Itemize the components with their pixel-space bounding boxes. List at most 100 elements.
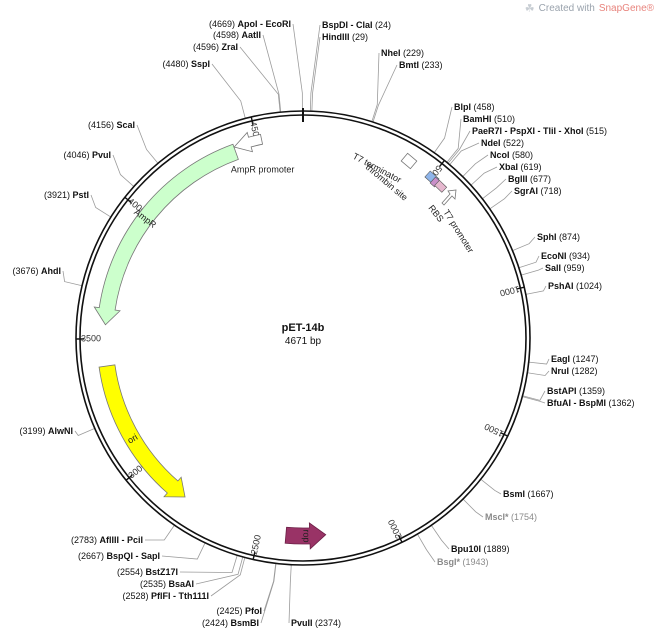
site-label-bspqi-sapi: (2667) BspQI - SapI xyxy=(78,551,160,561)
leader-zrai xyxy=(239,46,281,113)
site-position: (4598) xyxy=(213,30,242,40)
site-label-paer7i-pspxi-tlii-xhoi: PaeR7I - PspXI - TliI - XhoI (515) xyxy=(472,126,607,136)
site-name: PvuII xyxy=(291,618,315,628)
site-position: (934) xyxy=(569,251,590,261)
site-name: PstI xyxy=(72,190,89,200)
t7-promoter-arrow xyxy=(441,189,457,206)
leader-msci xyxy=(462,498,484,518)
site-name: EcoNI xyxy=(541,251,569,261)
tick-label-2500: 2500 xyxy=(249,534,263,556)
site-name: NdeI xyxy=(481,138,503,148)
site-name: BglII xyxy=(508,174,530,184)
snapgene-brand-text: SnapGene® xyxy=(598,3,654,14)
site-position: (4480) xyxy=(162,59,191,69)
site-name: PshAI xyxy=(548,281,576,291)
snapgene-watermark: ☘ Created with SnapGene® xyxy=(525,2,654,15)
site-name: MscI* xyxy=(485,512,511,522)
site-label-blpi: BlpI (458) xyxy=(454,102,495,112)
leader-bmti xyxy=(372,64,398,123)
site-position: (229) xyxy=(403,48,424,58)
leader-nhei xyxy=(371,52,380,122)
site-name: NcoI xyxy=(490,150,512,160)
site-label-bfuai-bspmi: BfuAI - BspMI (1362) xyxy=(547,398,635,408)
site-name: NheI xyxy=(381,48,403,58)
site-position: (619) xyxy=(521,162,542,172)
site-position: (3199) xyxy=(19,426,48,436)
site-position: (1667) xyxy=(528,489,554,499)
site-label-sphi: SphI (874) xyxy=(537,232,580,242)
site-label-bsaai: (2535) BsaAI xyxy=(140,579,194,589)
site-name: EagI xyxy=(551,354,573,364)
site-label-sgrai: SgrAI (718) xyxy=(514,186,562,196)
site-label-scai: (4156) ScaI xyxy=(88,120,135,130)
site-position: (874) xyxy=(559,232,580,242)
tick-label-3500: 3500 xyxy=(81,333,101,343)
leader-ahdi xyxy=(62,270,83,287)
site-label-psti: (3921) PstI xyxy=(44,190,89,200)
site-name: BspDI - ClaI xyxy=(322,20,375,30)
site-position: (3676) xyxy=(12,266,41,276)
site-name: ScaI xyxy=(116,120,135,130)
site-label-bpu10i: Bpu10I (1889) xyxy=(451,544,510,554)
site-name: BstAPI xyxy=(547,386,579,396)
leader-bamhi xyxy=(446,118,462,163)
site-name: XbaI xyxy=(499,162,521,172)
site-label-aatii: (4598) AatII xyxy=(213,30,261,40)
site-position: (677) xyxy=(530,174,551,184)
site-position: (1754) xyxy=(511,512,537,522)
site-position: (1362) xyxy=(609,398,635,408)
site-label-bglii: BglII (677) xyxy=(508,174,551,184)
plasmid-name: pET-14b xyxy=(282,322,325,334)
site-label-alwni: (3199) AlwNI xyxy=(19,426,73,436)
leader-pshai xyxy=(525,285,547,295)
site-name: BsgI* xyxy=(437,557,463,567)
site-position: (4596) xyxy=(193,42,222,52)
tick-1500 xyxy=(500,432,509,437)
site-position: (4669) xyxy=(209,19,238,29)
leader-bsgi xyxy=(417,533,436,563)
site-name: PfoI xyxy=(245,606,262,616)
site-label-pvui: (4046) PvuI xyxy=(63,150,111,160)
site-name: AhdI xyxy=(41,266,61,276)
site-position: (718) xyxy=(541,186,562,196)
site-label-ahdi: (3676) AhdI xyxy=(12,266,61,276)
leader-scai xyxy=(136,124,159,164)
leader-xbai xyxy=(470,166,498,186)
site-position: (24) xyxy=(375,20,391,30)
site-label-bstz17i: (2554) BstZ17I xyxy=(117,567,178,577)
feature-ampr-promoter xyxy=(233,131,264,153)
leader-bstapi xyxy=(522,390,546,401)
site-position: (29) xyxy=(352,32,368,42)
site-position: (510) xyxy=(494,114,515,124)
tick-label-1000: 1000 xyxy=(499,284,521,298)
site-name: SspI xyxy=(191,59,210,69)
site-position: (522) xyxy=(503,138,524,148)
site-label-sali: SalI (959) xyxy=(545,263,585,273)
plasmid-length: 4671 bp xyxy=(285,336,322,347)
site-name: BfuAI - BspMI xyxy=(547,398,609,408)
site-position: (2424) xyxy=(202,618,231,628)
site-name: Bpu10I xyxy=(451,544,484,554)
site-position: (1359) xyxy=(579,386,605,396)
feature-label-ori: ori xyxy=(126,432,140,446)
site-label-pvuii: PvuII (2374) xyxy=(291,618,341,628)
leader-hindiii xyxy=(311,36,321,112)
site-name: PvuI xyxy=(92,150,111,160)
leader-sali xyxy=(520,267,544,276)
site-label-nrui: NruI (1282) xyxy=(551,366,598,376)
site-label-bsgi: BsgI* (1943) xyxy=(437,557,489,567)
site-position: (2667) xyxy=(78,551,107,561)
leader-bpu10i xyxy=(430,525,450,550)
leader-bglii xyxy=(482,178,507,200)
site-label-apoi-ecori: (4669) ApoI - EcoRI xyxy=(209,19,291,29)
tick-4500 xyxy=(250,116,254,125)
leader-afliii-pcii xyxy=(144,524,175,541)
feature-label-ampr-promoter: AmpR promoter xyxy=(231,164,295,174)
site-name: PaeR7I - PspXI - TliI - XhoI xyxy=(472,126,586,136)
leader-bfuai-bspmi xyxy=(522,396,546,404)
leader-alwni xyxy=(74,427,95,436)
site-name: ApoI - EcoRI xyxy=(238,19,292,29)
leader-bspqi-sapi xyxy=(161,542,206,560)
feature-ampr xyxy=(93,143,239,326)
